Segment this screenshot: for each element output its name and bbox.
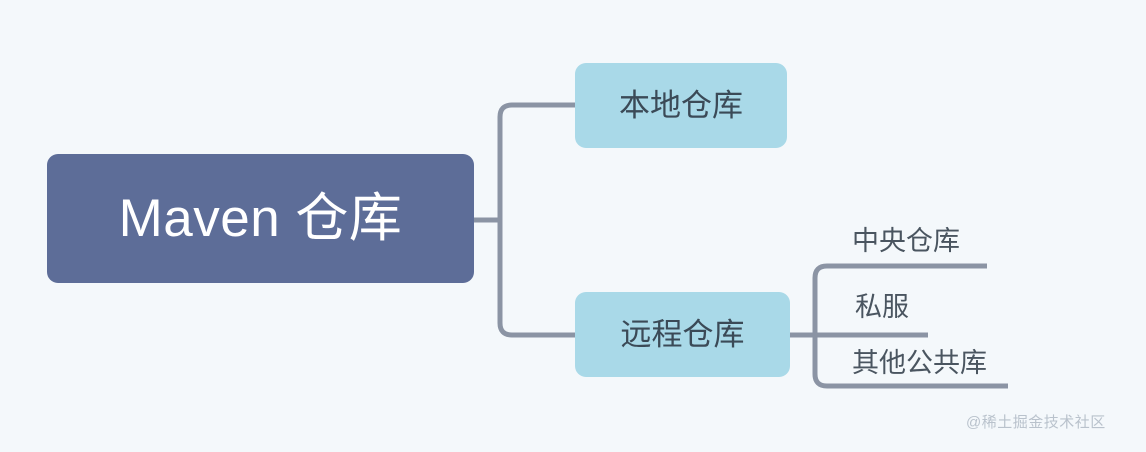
node-remote-repository[interactable]: 远程仓库 (575, 292, 790, 377)
node-central-repository-label: 中央仓库 (852, 226, 960, 256)
connector-leaf-central (812, 263, 987, 335)
connector-leaf-other (812, 335, 1008, 389)
node-private-server-label: 私服 (855, 292, 909, 322)
node-local-repository-label: 本地仓库 (619, 88, 743, 123)
node-private-server[interactable]: 私服 (855, 294, 909, 321)
node-root-maven-repository[interactable]: Maven 仓库 (47, 154, 474, 283)
node-other-public-repositories[interactable]: 其他公共库 (852, 350, 987, 377)
node-remote-repository-label: 远程仓库 (620, 317, 745, 352)
node-central-repository[interactable]: 中央仓库 (852, 228, 960, 255)
connector-branch-remote (497, 220, 575, 338)
node-local-repository[interactable]: 本地仓库 (575, 63, 787, 148)
node-other-public-repositories-label: 其他公共库 (852, 348, 987, 378)
watermark: @稀土掘金技术社区 (966, 414, 1106, 431)
connector-branch-local (497, 102, 575, 220)
node-root-label: Maven 仓库 (118, 189, 403, 248)
